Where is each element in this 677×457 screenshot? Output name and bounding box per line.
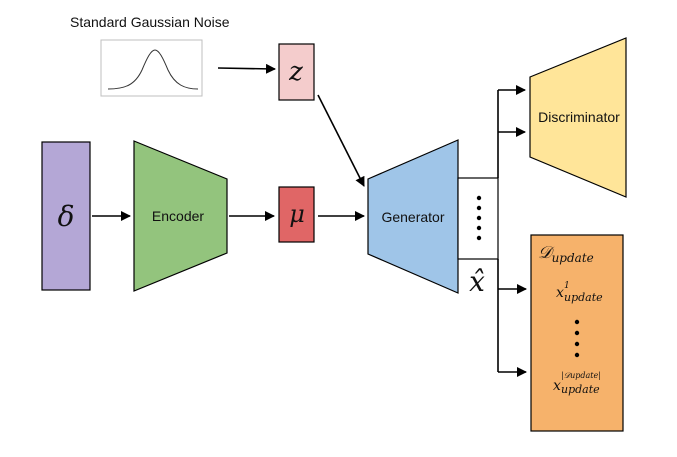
update-dot <box>574 330 580 336</box>
update-dot <box>574 341 580 347</box>
delta-symbol: δ <box>58 200 75 233</box>
output-dot <box>476 195 482 201</box>
update-item-last-sub: update <box>561 383 600 396</box>
update-item-first-sub: update <box>564 291 603 304</box>
output-dot <box>476 215 482 221</box>
mu-symbol: μ <box>289 200 305 228</box>
x-hat-symbol: x̂ <box>469 265 485 298</box>
mu-box: μ <box>278 186 315 243</box>
generator-block: Generator <box>367 139 459 294</box>
update-set-title-main: 𝒟 <box>538 243 555 263</box>
noise-title: Standard Gaussian Noise <box>70 14 230 30</box>
gaussian-noise-plot <box>100 39 203 97</box>
output-dot <box>476 205 482 211</box>
generated-output-box <box>457 177 499 260</box>
arrow-noise-to-z <box>217 63 276 74</box>
z-symbol: z <box>288 57 303 87</box>
arrow-z-to-generator <box>317 94 365 187</box>
update-dot <box>574 319 580 325</box>
encoder-block: Encoder <box>133 140 228 292</box>
update-item-last-main: x <box>553 378 561 394</box>
update-item-first-main: x <box>556 285 564 301</box>
output-connectors <box>497 85 527 377</box>
update-item-last: x|𝒟update| update <box>553 371 601 396</box>
update-dot <box>574 352 580 358</box>
update-item-first-sup: 1 <box>564 281 570 291</box>
encoder-label: Encoder <box>152 208 204 224</box>
discriminator-block: Discriminator <box>529 37 627 198</box>
generator-label: Generator <box>381 209 444 225</box>
z-box: z <box>278 43 315 101</box>
update-set-title: 𝒟update <box>538 243 594 265</box>
update-item-last-sup: |𝒟update| <box>561 371 601 380</box>
delta-box: δ <box>41 141 91 291</box>
output-dot <box>476 225 482 231</box>
discriminator-label: Discriminator <box>538 109 620 125</box>
update-set-title-sub: update <box>552 251 594 265</box>
output-dot <box>476 235 482 241</box>
